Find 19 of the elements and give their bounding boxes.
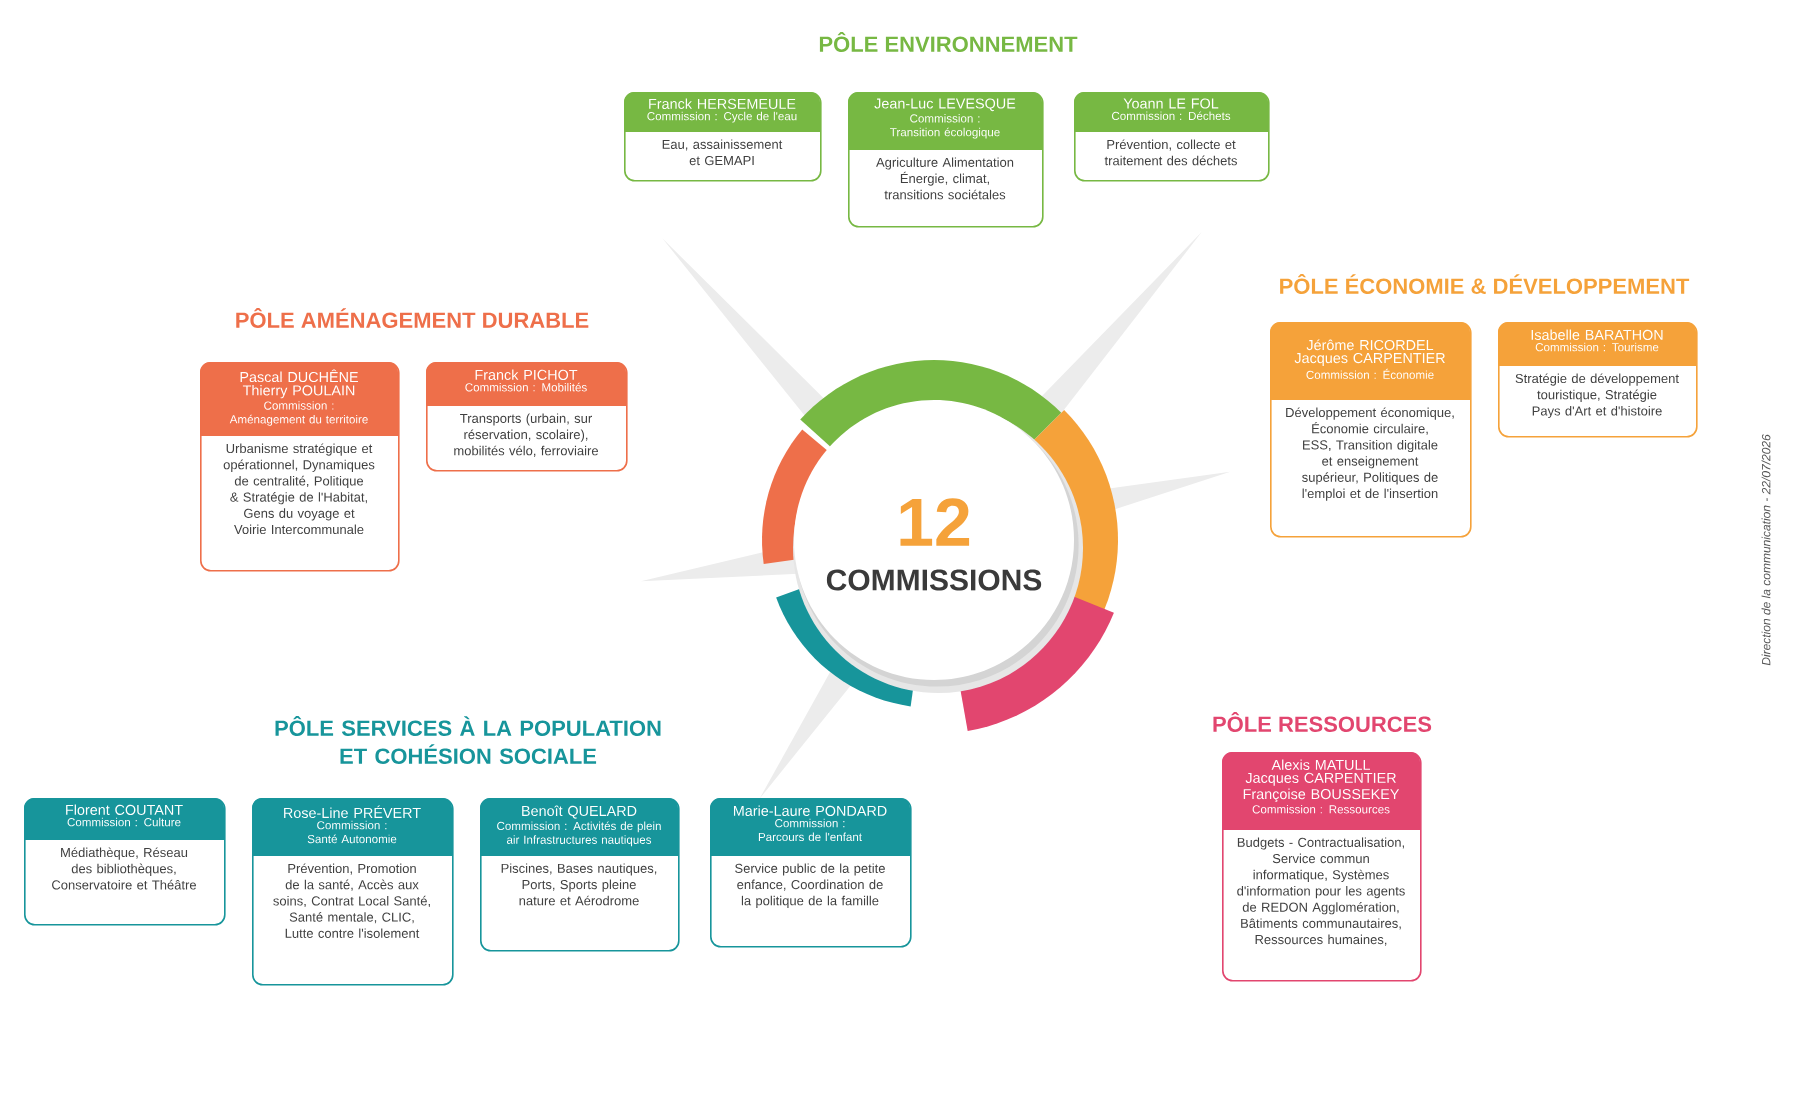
- section-heading: PÔLE ENVIRONNEMENT: [819, 32, 1078, 52]
- commission-card: [24, 798, 226, 926]
- commission-card: [710, 798, 912, 948]
- commission-card: [480, 798, 680, 952]
- commission-card: [1074, 92, 1270, 182]
- commission-card: [200, 362, 400, 572]
- count-number: 12: [900, 498, 970, 546]
- commission-card: [252, 798, 454, 986]
- section-heading: PÔLE AMÉNAGEMENT DURABLE: [236, 308, 589, 328]
- section-heading: PÔLE ÉCONOMIE & DÉVELOPPEMENT: [1280, 274, 1690, 294]
- commission-card: [1270, 322, 1472, 538]
- commission-card: [426, 362, 628, 472]
- section-heading: PÔLE RESSOURCES: [1213, 712, 1432, 732]
- commission-card: [1222, 752, 1422, 982]
- commission-card: [1498, 322, 1698, 438]
- commission-card: [624, 92, 822, 182]
- section-heading: PÔLE SERVICES À LA POPULATION ET COHÉSION SOCIALE: [275, 716, 661, 764]
- circle-title: COMMISSIONS: [826, 569, 1042, 591]
- commission-card: [848, 92, 1044, 228]
